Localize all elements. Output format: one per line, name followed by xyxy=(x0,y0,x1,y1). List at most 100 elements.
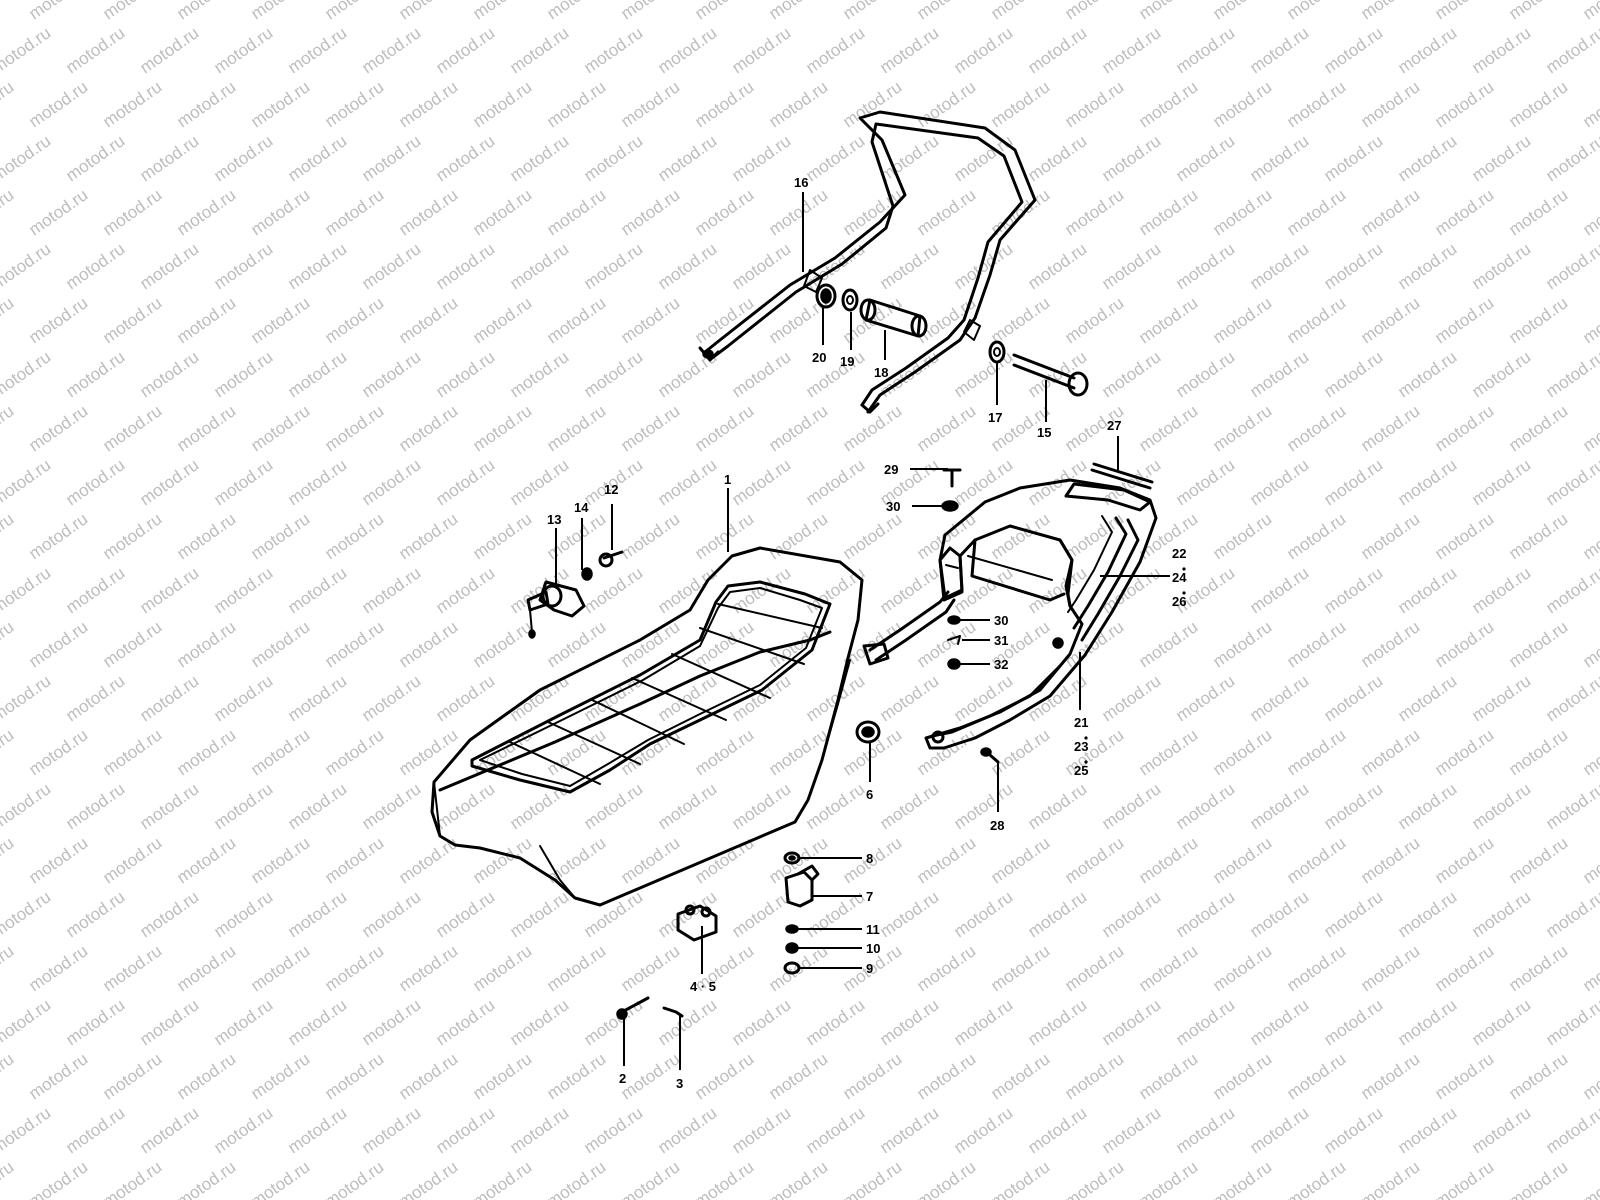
watermark-text: motod.ru xyxy=(1320,671,1386,725)
watermark-text: motod.ru xyxy=(728,131,794,185)
watermark-text: motod.ru xyxy=(358,131,424,185)
watermark-text: motod.ru xyxy=(1431,617,1497,671)
watermark-text: motod.ru xyxy=(1209,1049,1275,1103)
watermark-text: motod.ru xyxy=(432,779,498,833)
watermark-text: motod.ru xyxy=(1135,833,1201,887)
watermark-text: motod.ru xyxy=(1135,1157,1201,1200)
watermark-text: motod.ru xyxy=(284,131,350,185)
watermark-text: motod.ru xyxy=(1061,1157,1127,1200)
watermark-text: motod.ru xyxy=(1172,23,1238,77)
watermark-text: motod.ru xyxy=(1468,455,1534,509)
watermark-text: motod.ru xyxy=(1542,131,1600,185)
watermark-text: motod.ru xyxy=(1246,887,1312,941)
screw-29 xyxy=(942,468,962,488)
watermark-text: motod.ru xyxy=(728,239,794,293)
watermark-text: motod.ru xyxy=(802,23,868,77)
watermark-text: motod.ru xyxy=(395,1157,461,1200)
clip-31 xyxy=(947,635,961,645)
watermark-text: motod.ru xyxy=(1505,941,1571,995)
watermark-text: motod.ru xyxy=(1061,725,1127,779)
watermark-text: motod.ru xyxy=(1172,347,1238,401)
watermark-text: motod.ru xyxy=(765,1049,831,1103)
callout-separator-dots xyxy=(1084,567,1186,764)
watermark-text: motod.ru xyxy=(1431,77,1497,131)
callout-19: 19 xyxy=(840,354,854,369)
callout-17: 17 xyxy=(988,410,1002,425)
watermark-text: motod.ru xyxy=(1283,77,1349,131)
watermark-text: motod.ru xyxy=(358,23,424,77)
lock-screw xyxy=(598,550,624,568)
watermark-text: motod.ru xyxy=(987,293,1053,347)
watermark-text: motod.ru xyxy=(987,0,1053,23)
watermark-text: motod.ru xyxy=(654,455,720,509)
watermark-text: motod.ru xyxy=(1357,185,1423,239)
watermark-text: motod.ru xyxy=(1542,23,1600,77)
watermark-text: motod.ru xyxy=(1172,239,1238,293)
watermark-text: motod.ru xyxy=(210,563,276,617)
watermark-text: motod.ru xyxy=(506,1103,572,1157)
watermark-text: motod.ru xyxy=(321,617,387,671)
watermark-text: motod.ru xyxy=(0,833,17,887)
watermark-text: motod.ru xyxy=(358,995,424,1049)
watermark-text: motod.ru xyxy=(247,725,313,779)
watermark-text: motod.ru xyxy=(802,671,868,725)
callout-1: 1 xyxy=(724,472,731,487)
watermark-text: motod.ru xyxy=(506,779,572,833)
callout-2: 2 xyxy=(619,1071,626,1086)
watermark-text: motod.ru xyxy=(0,725,17,779)
watermark-text: motod.ru xyxy=(62,455,128,509)
callout-7: 7 xyxy=(866,889,873,904)
watermark-text: motod.ru xyxy=(1283,941,1349,995)
watermark-text: motod.ru xyxy=(1431,1157,1497,1200)
nut-6 xyxy=(855,720,881,744)
watermark-text: motod.ru xyxy=(0,617,17,671)
watermark-text: motod.ru xyxy=(395,293,461,347)
watermark-text: motod.ru xyxy=(1209,77,1275,131)
watermark-text: motod.ru xyxy=(62,239,128,293)
watermark-text: motod.ru xyxy=(1542,347,1600,401)
watermark-text: motod.ru xyxy=(506,887,572,941)
watermark-text: motod.ru xyxy=(0,77,17,131)
watermark-text: motod.ru xyxy=(173,1157,239,1200)
watermark-text: motod.ru xyxy=(247,77,313,131)
watermark-text: motod.ru xyxy=(1468,779,1534,833)
watermark-text: motod.ru xyxy=(1320,563,1386,617)
watermark-text: motod.ru xyxy=(1172,1103,1238,1157)
callout-11: 11 xyxy=(866,922,880,937)
watermark-text: motod.ru xyxy=(987,833,1053,887)
callout-32: 32 xyxy=(994,657,1008,672)
watermark-text: motod.ru xyxy=(432,671,498,725)
watermark-text: motod.ru xyxy=(1394,671,1460,725)
watermark-text: motod.ru xyxy=(173,833,239,887)
watermark-text: motod.ru xyxy=(173,617,239,671)
callout-25: 25 xyxy=(1074,763,1088,778)
watermark-text: motod.ru xyxy=(99,617,165,671)
watermark-text: motod.ru xyxy=(0,995,54,1049)
watermark-text: motod.ru xyxy=(543,401,609,455)
watermark-text: motod.ru xyxy=(802,239,868,293)
watermark-text: motod.ru xyxy=(876,995,942,1049)
watermark-text: motod.ru xyxy=(950,779,1016,833)
watermark-text: motod.ru xyxy=(284,347,350,401)
seat-lock xyxy=(526,580,586,639)
watermark-text: motod.ru xyxy=(1098,671,1164,725)
watermark-text: motod.ru xyxy=(432,23,498,77)
watermark-text: motod.ru xyxy=(1135,185,1201,239)
watermark-text: motod.ru xyxy=(210,671,276,725)
watermark-text: motod.ru xyxy=(173,185,239,239)
watermark-text: motod.ru xyxy=(1061,1049,1127,1103)
callout-20: 20 xyxy=(812,350,826,365)
watermark-text: motod.ru xyxy=(691,0,757,23)
watermark-text: motod.ru xyxy=(1505,0,1571,23)
watermark-text: motod.ru xyxy=(1357,725,1423,779)
watermark-text: motod.ru xyxy=(1579,941,1600,995)
watermark-text: motod.ru xyxy=(210,347,276,401)
watermark-text: motod.ru xyxy=(25,401,91,455)
watermark-text: motod.ru xyxy=(284,671,350,725)
watermark-text: motod.ru xyxy=(1505,833,1571,887)
watermark-text: motod.ru xyxy=(99,1157,165,1200)
callout-28: 28 xyxy=(990,818,1004,833)
watermark-text: motod.ru xyxy=(469,617,535,671)
watermark-text: motod.ru xyxy=(99,725,165,779)
pin-2 xyxy=(616,996,650,1020)
